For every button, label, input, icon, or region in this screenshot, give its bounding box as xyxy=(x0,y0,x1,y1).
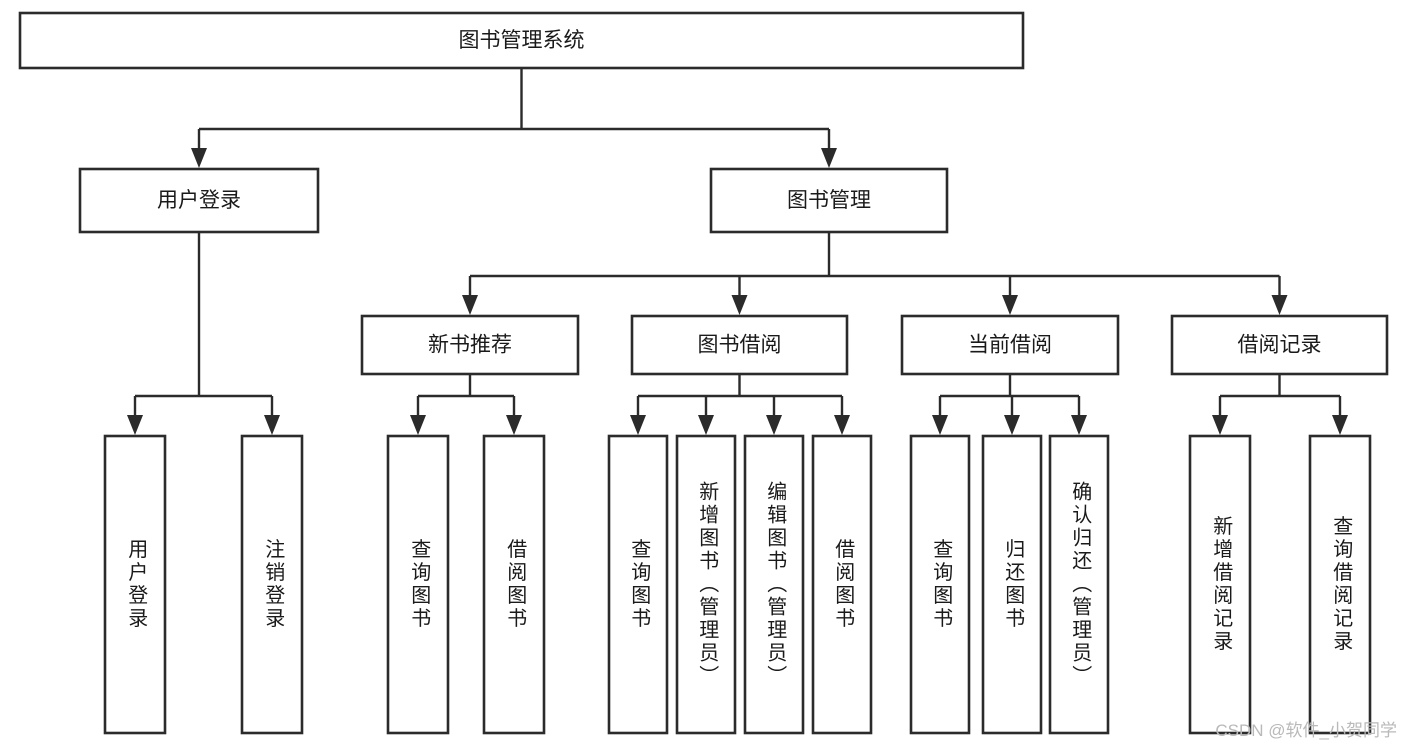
node-records[interactable]: 借阅记录 xyxy=(1170,314,1389,376)
node-leaf1[interactable]: 用户登录 xyxy=(103,434,167,735)
node-box xyxy=(1308,434,1372,735)
node-borrow[interactable]: 图书借阅 xyxy=(630,314,849,376)
node-label: 新书推荐 xyxy=(428,334,512,357)
node-label: 编辑图书（管理员） xyxy=(764,481,787,688)
node-leaf13[interactable]: 查询借阅记录 xyxy=(1308,434,1372,735)
node-leaf5[interactable]: 查询图书 xyxy=(607,434,669,735)
node-leaf11[interactable]: 确认归还（管理员） xyxy=(1048,434,1110,735)
node-leaf9[interactable]: 查询图书 xyxy=(909,434,971,735)
node-box xyxy=(103,434,167,735)
node-leaf8[interactable]: 借阅图书 xyxy=(811,434,873,735)
node-label: 借阅图书 xyxy=(504,538,527,630)
node-label: 图书管理 xyxy=(787,189,871,212)
node-label: 借阅图书 xyxy=(832,538,855,630)
node-current[interactable]: 当前借阅 xyxy=(900,314,1120,376)
node-label: 归还图书 xyxy=(1002,538,1025,630)
node-leaf12[interactable]: 新增借阅记录 xyxy=(1188,434,1252,735)
node-label: 注销登录 xyxy=(262,538,285,630)
node-leaf2[interactable]: 注销登录 xyxy=(240,434,304,735)
node-box xyxy=(909,434,971,735)
node-bookmgmt[interactable]: 图书管理 xyxy=(709,167,949,234)
node-leaf6[interactable]: 新增图书（管理员） xyxy=(675,434,737,735)
node-label: 查询图书 xyxy=(628,538,651,630)
node-label: 确认归还（管理员） xyxy=(1069,481,1092,688)
connector-layer xyxy=(127,68,1348,435)
node-label: 查询借阅记录 xyxy=(1330,515,1353,653)
node-label: 图书借阅 xyxy=(698,334,782,357)
node-label: 图书管理系统 xyxy=(459,29,585,52)
node-leaf7[interactable]: 编辑图书（管理员） xyxy=(743,434,805,735)
node-box xyxy=(630,314,849,376)
node-box xyxy=(240,434,304,735)
node-box xyxy=(360,314,580,376)
node-box xyxy=(1188,434,1252,735)
node-box xyxy=(482,434,546,735)
node-label: 查询图书 xyxy=(930,538,953,630)
node-newbook[interactable]: 新书推荐 xyxy=(360,314,580,376)
node-login[interactable]: 用户登录 xyxy=(78,167,320,234)
node-box xyxy=(18,11,1025,70)
node-leaf3[interactable]: 查询图书 xyxy=(386,434,450,735)
node-box xyxy=(78,167,320,234)
node-box xyxy=(1170,314,1389,376)
node-leaf10[interactable]: 归还图书 xyxy=(981,434,1043,735)
node-layer: 图书管理系统用户登录图书管理新书推荐图书借阅当前借阅借阅记录用户登录注销登录查询… xyxy=(18,11,1389,735)
node-label: 用户登录 xyxy=(125,539,148,631)
node-label: 查询图书 xyxy=(408,538,431,630)
node-label: 用户登录 xyxy=(157,189,241,212)
node-box xyxy=(709,167,949,234)
node-leaf4[interactable]: 借阅图书 xyxy=(482,434,546,735)
node-box xyxy=(607,434,669,735)
node-label: 借阅记录 xyxy=(1238,334,1322,357)
node-label: 当前借阅 xyxy=(968,334,1052,357)
node-root[interactable]: 图书管理系统 xyxy=(18,11,1025,70)
node-box xyxy=(386,434,450,735)
node-box xyxy=(981,434,1043,735)
node-box xyxy=(811,434,873,735)
node-box xyxy=(675,434,737,735)
node-label: 新增借阅记录 xyxy=(1210,515,1233,653)
node-box xyxy=(900,314,1120,376)
node-label: 新增图书（管理员） xyxy=(696,481,719,688)
node-box xyxy=(743,434,805,735)
node-box xyxy=(1048,434,1110,735)
